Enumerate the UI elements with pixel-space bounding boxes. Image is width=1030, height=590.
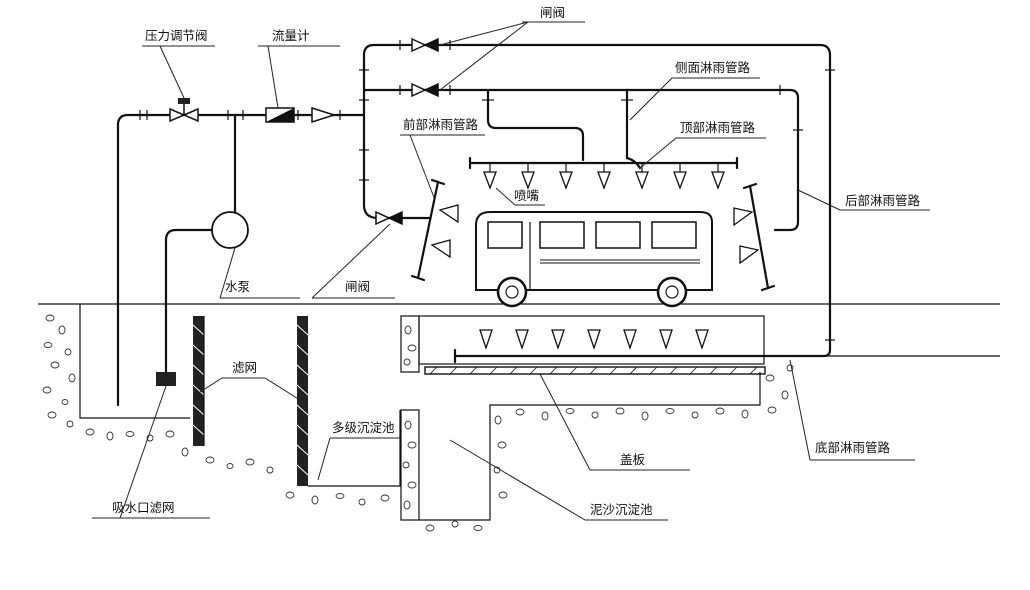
filter-wall-left	[193, 316, 204, 446]
bus	[475, 211, 713, 308]
pump-symbol	[211, 211, 249, 249]
front-spray-manifold	[410, 178, 459, 282]
label-side-spray: 侧面淋雨管路	[675, 60, 751, 75]
ground-and-tanks	[38, 303, 1000, 532]
label-filter-screen: 滤网	[232, 360, 257, 375]
gate-valve-upper-1	[411, 37, 439, 53]
leader-lines	[92, 21, 930, 521]
label-rear-spray: 后部淋雨管路	[845, 193, 921, 208]
label-flowmeter: 流量计	[272, 28, 310, 43]
label-pump: 水泵	[225, 279, 250, 294]
gate-valve-upper-2	[411, 82, 439, 98]
soil-texture	[42, 314, 794, 532]
label-pressure-valve: 压力调节阀	[145, 28, 208, 43]
label-intake-filter: 吸水口滤网	[112, 500, 175, 515]
piping	[116, 40, 835, 407]
label-mud-tank: 泥沙沉淀池	[590, 502, 653, 517]
labels: 压力调节阀 流量计 闸阀 侧面淋雨管路 顶部淋雨管路 前部淋雨管路 喷嘴 后部淋…	[112, 5, 921, 517]
label-bottom-spray: 底部淋雨管路	[815, 440, 891, 455]
label-front-spray: 前部淋雨管路	[403, 117, 479, 132]
label-top-spray: 顶部淋雨管路	[680, 120, 756, 135]
label-gate-valve-mid: 闸阀	[345, 279, 370, 294]
pressure-valve-symbol	[169, 98, 199, 123]
filter-wall-right	[297, 316, 308, 486]
flowmeter-symbol	[265, 107, 295, 123]
top-spray-manifold	[468, 156, 739, 190]
bottom-spray-manifold	[453, 329, 766, 364]
label-multi-tank: 多级沉淀池	[332, 420, 395, 435]
label-nozzle: 喷嘴	[514, 188, 540, 203]
cover-plate	[424, 366, 766, 375]
check-valve-symbol	[311, 106, 337, 124]
gate-valve-front	[375, 210, 403, 226]
label-gate-valve-top: 闸阀	[540, 5, 565, 20]
rear-spray-manifold	[733, 182, 776, 292]
label-cover-plate: 盖板	[620, 452, 646, 467]
intake-filter	[156, 372, 176, 386]
